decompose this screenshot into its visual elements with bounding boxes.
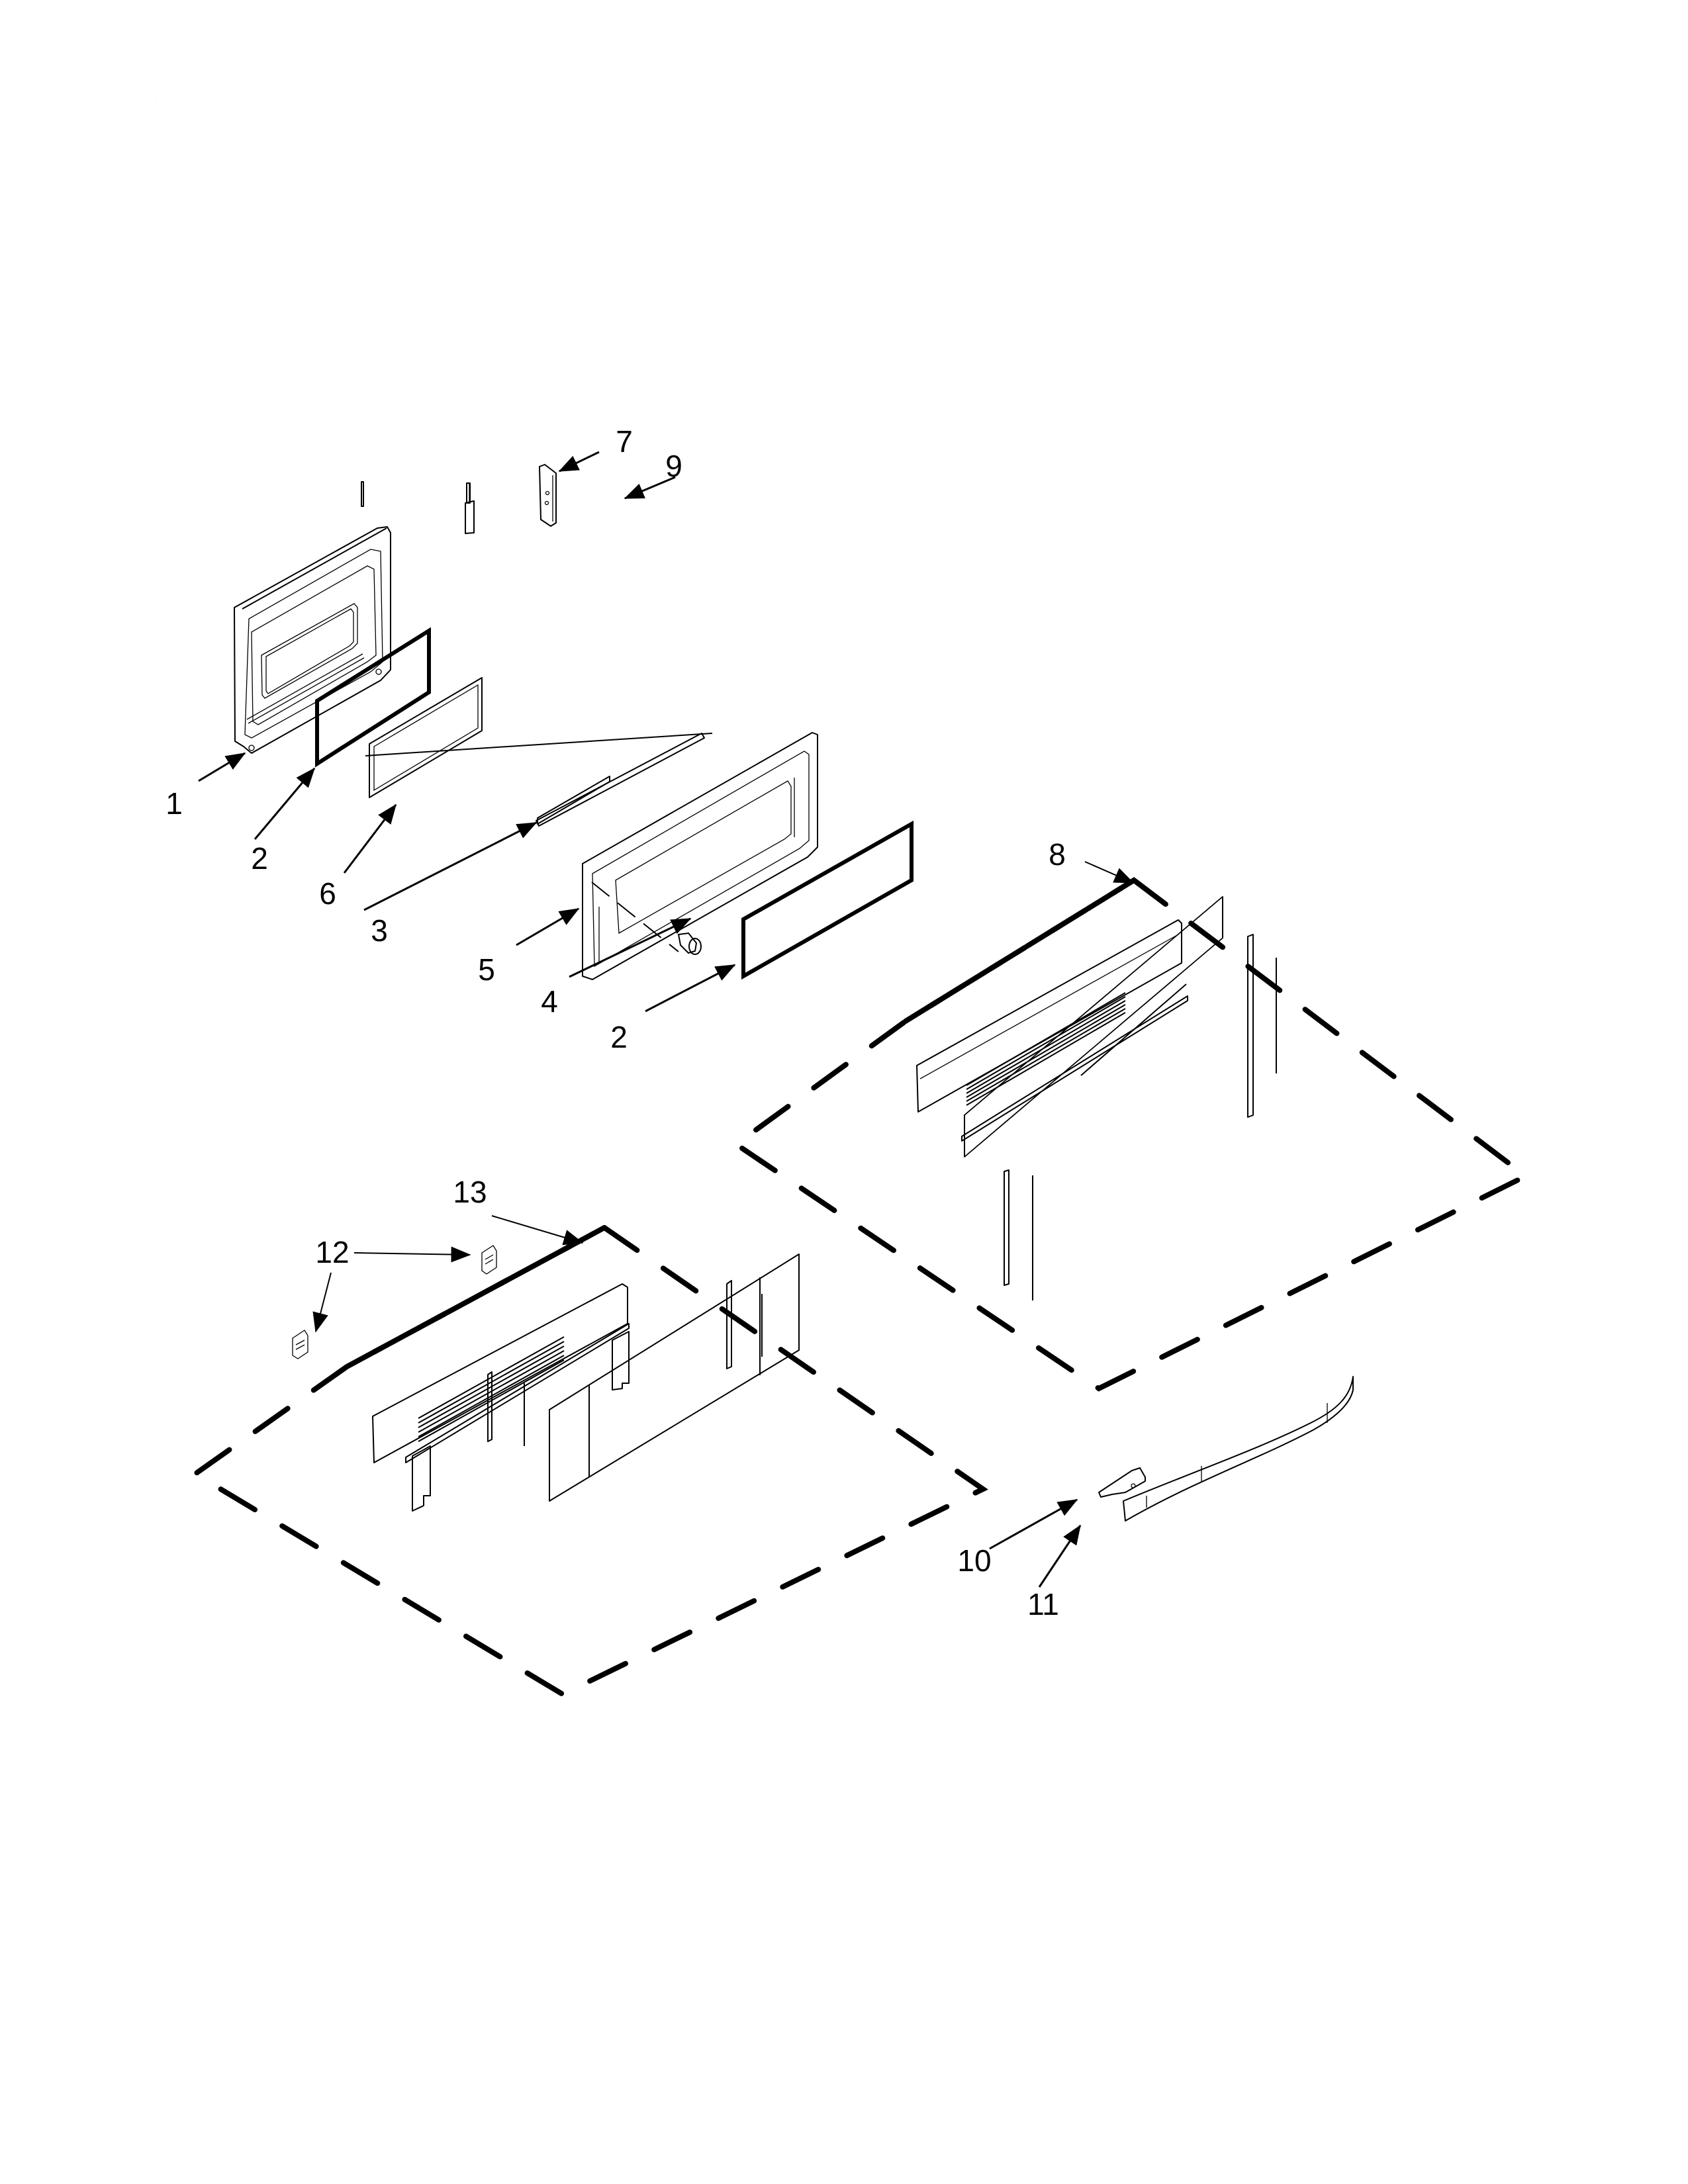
leader-5 bbox=[516, 907, 580, 946]
callout-1: 1 bbox=[165, 786, 183, 821]
callout-4: 4 bbox=[541, 984, 558, 1019]
callout-10: 10 bbox=[957, 1543, 992, 1578]
part-6-glass-pack-frame bbox=[369, 677, 483, 798]
leader-10 bbox=[989, 1498, 1078, 1550]
part-5-inner-door-panel bbox=[582, 732, 818, 980]
part-1-outer-door-frame bbox=[234, 526, 391, 754]
callout-13: 13 bbox=[453, 1175, 487, 1209]
leader-12b bbox=[312, 1272, 332, 1333]
part-3-door-vent-strip bbox=[365, 733, 713, 827]
part-7-hinge-bracket bbox=[539, 464, 557, 527]
part-12-trim-clip-right bbox=[481, 1245, 497, 1275]
part-10-handle-end-cap bbox=[1098, 1467, 1146, 1498]
grille-icon bbox=[966, 992, 1126, 1106]
leader-3 bbox=[363, 821, 538, 911]
callout-12a: 12 bbox=[315, 1235, 350, 1269]
callout-3: 3 bbox=[371, 913, 388, 948]
leader-7 bbox=[558, 451, 600, 473]
leader-1 bbox=[198, 752, 246, 782]
leader-12a bbox=[353, 1246, 471, 1263]
callout-8: 8 bbox=[1049, 837, 1066, 872]
callout-5: 5 bbox=[478, 952, 495, 987]
part-11-door-handle bbox=[1123, 1376, 1354, 1522]
leader-13 bbox=[491, 1215, 584, 1246]
callout-11: 11 bbox=[1027, 1587, 1059, 1621]
part-2-door-glass-upper bbox=[315, 627, 431, 768]
part-13-door-trim-kit-lower bbox=[190, 1224, 988, 1698]
part-12-trim-clip-left bbox=[292, 1330, 308, 1359]
part-2-door-glass-lower bbox=[741, 820, 914, 980]
leader-lines bbox=[198, 451, 1135, 1588]
part-9-door-hinge bbox=[361, 481, 475, 534]
callout-9: 9 bbox=[665, 449, 682, 483]
leader-2a bbox=[254, 767, 316, 840]
leader-11 bbox=[1038, 1524, 1082, 1588]
part-4-door-screw bbox=[678, 933, 702, 955]
part-8-door-trim-kit-upper bbox=[154, 99, 1531, 1392]
callout-6: 6 bbox=[319, 876, 336, 911]
leader-9 bbox=[624, 476, 676, 500]
leader-6 bbox=[343, 803, 397, 874]
leader-2b bbox=[645, 964, 736, 1013]
callout-2a: 2 bbox=[251, 841, 268, 876]
callout-2b: 2 bbox=[610, 1020, 628, 1054]
callout-7: 7 bbox=[616, 424, 633, 459]
leader-8 bbox=[1084, 861, 1135, 884]
leader-4 bbox=[569, 917, 692, 978]
